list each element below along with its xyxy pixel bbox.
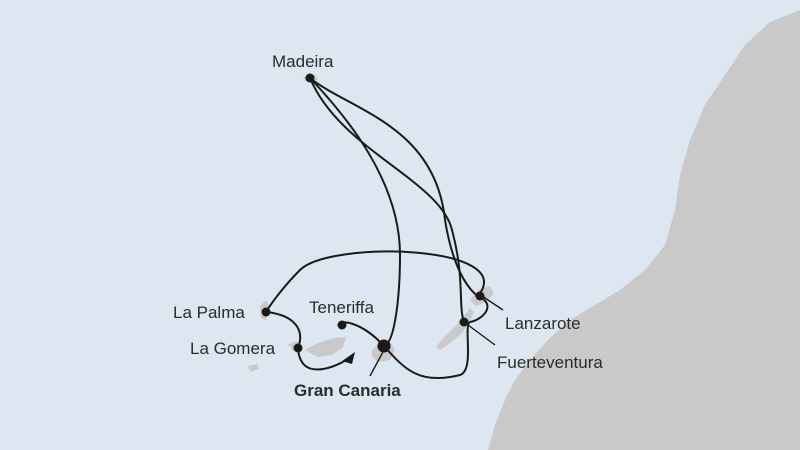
leader-line-gran-canaria [369,349,385,377]
route-arrow-icon [342,352,355,364]
port-label-gran-canaria: Gran Canaria [294,381,401,400]
port-label-la-gomera: La Gomera [190,339,276,358]
port-marker-lanzarote [475,291,485,301]
port-marker-la-palma [261,307,271,317]
island-tenerife [305,337,346,357]
port-label-madeira: Madeira [272,52,334,71]
port-marker-la-gomera [293,343,303,353]
route-segment [265,311,302,349]
route-segment [383,295,489,380]
port-marker-teneriffa [337,320,347,330]
port-label-lanzarote: Lanzarote [505,314,581,333]
african-mainland [488,10,800,450]
port-label-teneriffa: Teneriffa [309,298,374,317]
port-marker-madeira [305,73,315,83]
island-el-hierro [248,364,259,372]
leader-line-lanzarote [481,295,504,311]
port-label-fuerteventura: Fuerteventura [497,353,603,372]
port-label-la-palma: La Palma [173,303,245,322]
route-segment [265,250,485,313]
route-segment [309,77,402,347]
leader-line-fuerteventura [463,321,496,346]
port-marker-gran-canaria [377,339,391,353]
route-lines [265,77,489,380]
port-marker-fuerteventura [459,317,469,327]
